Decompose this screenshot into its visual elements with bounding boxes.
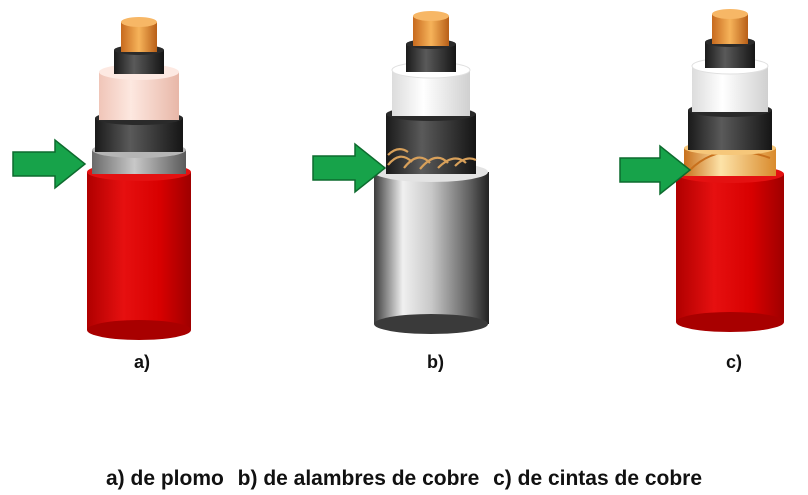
caption-c: c) de cintas de cobre bbox=[493, 467, 703, 490]
cable-b-outer-jacket bbox=[374, 172, 489, 324]
cable-c-outer-jacket-bottom bbox=[676, 312, 784, 332]
cable-c-copper-tapes bbox=[676, 9, 784, 332]
cable-b-outer-jacket-bottom bbox=[374, 314, 488, 334]
cable-b-copper-wires bbox=[374, 11, 489, 334]
cable-a-outer-jacket bbox=[87, 172, 191, 330]
cable-a-outer-jacket-bottom bbox=[87, 320, 191, 340]
green-arrow-icon bbox=[12, 138, 87, 190]
cable-a-conductor-top bbox=[121, 17, 157, 27]
cable-a-lead-sheath bbox=[87, 17, 191, 340]
cable-b-conductor-top bbox=[413, 11, 449, 21]
green-arrow-icon bbox=[619, 144, 692, 196]
green-arrow-icon bbox=[312, 142, 387, 194]
label-b: b) bbox=[427, 352, 444, 372]
label-c: c) bbox=[726, 352, 743, 372]
cable-c-conductor-top bbox=[712, 9, 748, 19]
caption-b: b) de alambres de cobre bbox=[237, 467, 480, 490]
cable-b-semiconductor bbox=[386, 114, 476, 174]
label-a: a) bbox=[134, 352, 151, 372]
figure-caption: a) de plomo b) de alambres de cobre c) d… bbox=[0, 467, 808, 491]
cable-c-outer-jacket bbox=[676, 174, 784, 322]
cable-b-copper-wire-helix bbox=[387, 148, 477, 170]
caption-a: a) de plomo bbox=[105, 467, 224, 490]
